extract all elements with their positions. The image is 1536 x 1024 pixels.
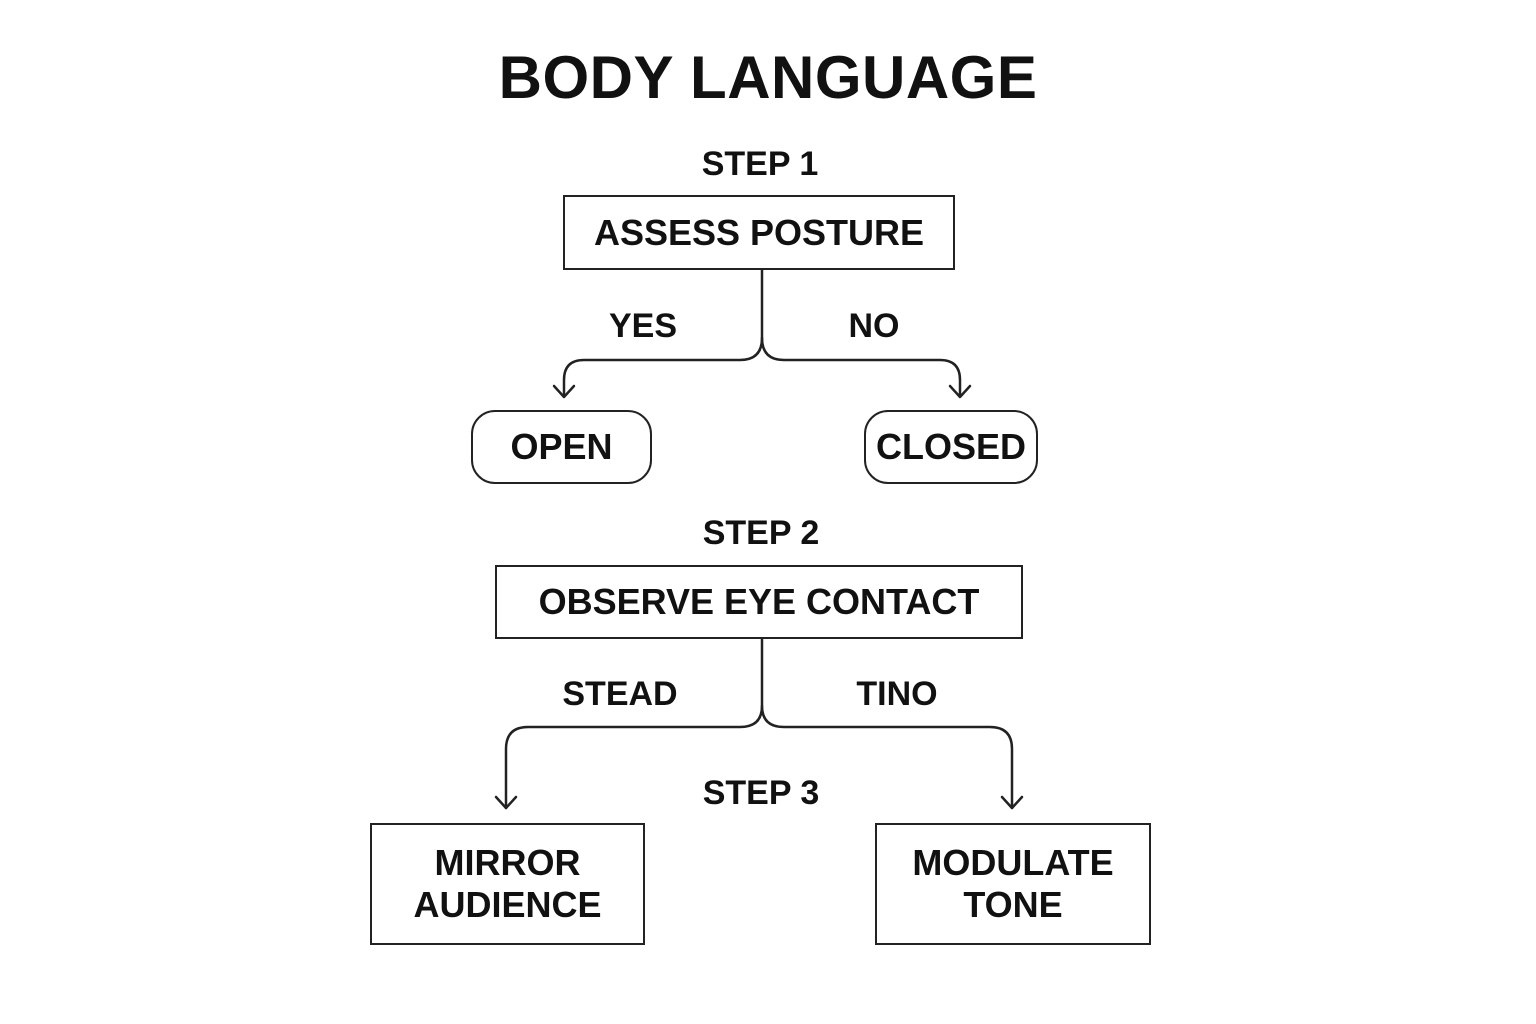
arrowhead-modulate <box>1000 795 1024 810</box>
arrowhead-mirror <box>494 795 518 810</box>
step-3-label: STEP 3 <box>702 774 820 812</box>
branch-label-tino: TINO <box>856 675 938 713</box>
branch-label-yes: YES <box>608 307 678 345</box>
closed-text: CLOSED <box>875 426 1026 467</box>
step-2-label: STEP 2 <box>702 514 820 552</box>
connector-assess-to-closed <box>760 336 962 398</box>
assess-posture-box: ASSESS POSTURE <box>563 195 955 270</box>
assess-posture-text: ASSESS POSTURE <box>593 211 925 253</box>
modulate-tone-text: MODULATE TONE <box>912 842 1113 926</box>
arrowhead-closed <box>948 384 972 399</box>
modulate-tone-box: MODULATE TONE <box>875 823 1151 945</box>
modulate-tone-line-1: MODULATE <box>912 842 1114 883</box>
arrowhead-open <box>552 384 576 399</box>
mirror-audience-text: MIRROR AUDIENCE <box>413 842 601 926</box>
open-box: OPEN <box>471 410 652 484</box>
observe-eye-contact-text: OBSERVE EYE CONTACT <box>538 581 980 622</box>
open-text: OPEN <box>510 426 613 467</box>
mirror-audience-box: MIRROR AUDIENCE <box>370 823 645 945</box>
diagram-title: BODY LANGUAGE <box>498 44 1038 111</box>
connector-assess-to-split <box>562 268 764 398</box>
mirror-audience-line-1: MIRROR <box>434 842 581 883</box>
connector-observe-to-mirror <box>504 637 764 810</box>
mirror-audience-line-2: AUDIENCE <box>413 884 602 925</box>
step-1-label: STEP 1 <box>701 145 819 183</box>
branch-label-stead: STEAD <box>562 675 678 713</box>
modulate-tone-line-2: TONE <box>963 884 1063 925</box>
observe-eye-contact-box: OBSERVE EYE CONTACT <box>495 565 1023 639</box>
connector-observe-to-modulate <box>760 704 1014 810</box>
closed-box: CLOSED <box>864 410 1038 484</box>
branch-label-no: NO <box>848 307 900 345</box>
